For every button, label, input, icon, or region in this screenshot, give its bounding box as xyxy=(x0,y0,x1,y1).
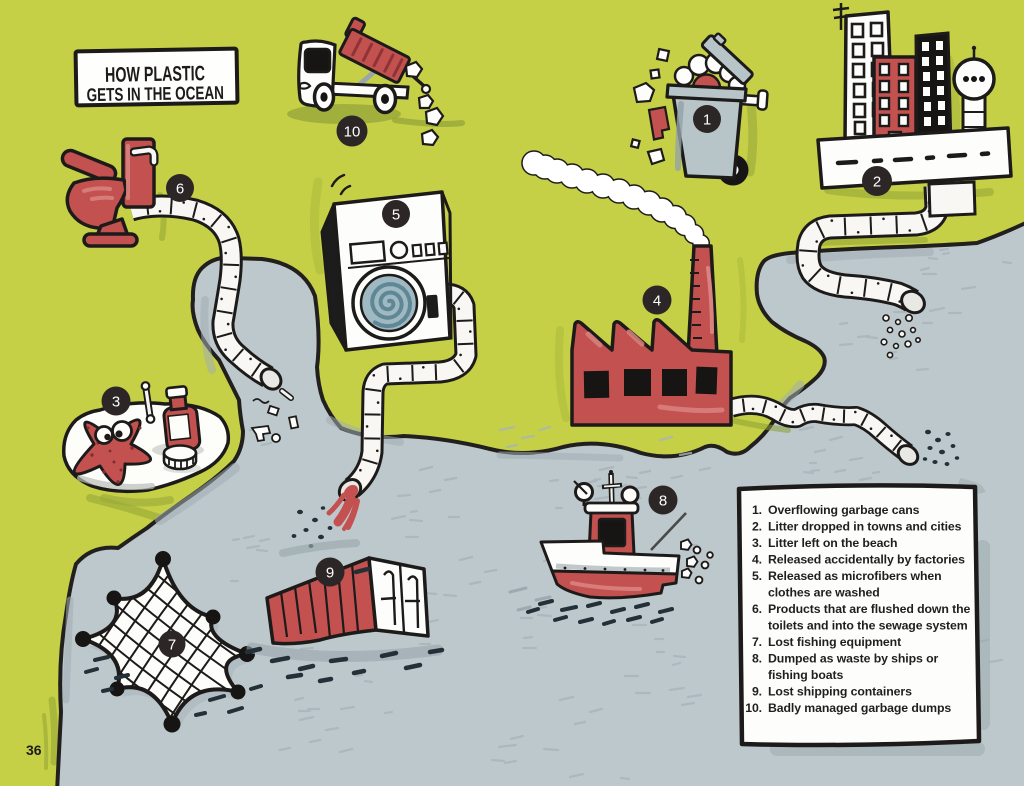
svg-text:Dumped as waste by ships or: Dumped as waste by ships or xyxy=(768,652,939,666)
svg-text:5: 5 xyxy=(392,207,400,224)
svg-text:2: 2 xyxy=(873,174,881,191)
svg-text:Litter dropped in towns and ci: Litter dropped in towns and cities xyxy=(768,520,962,534)
svg-text:7: 7 xyxy=(168,637,176,654)
svg-text:3.: 3. xyxy=(752,536,762,550)
svg-text:HOW PLASTIC: HOW PLASTIC xyxy=(105,61,205,86)
svg-text:clothes are washed: clothes are washed xyxy=(768,586,880,600)
svg-text:1: 1 xyxy=(703,112,711,129)
svg-text:36: 36 xyxy=(26,742,42,758)
svg-text:toilets and into the sewage sy: toilets and into the sewage system xyxy=(768,619,968,633)
svg-text:Lost shipping containers: Lost shipping containers xyxy=(768,685,912,699)
svg-text:Overflowing garbage cans: Overflowing garbage cans xyxy=(768,503,920,517)
svg-text:6.: 6. xyxy=(752,602,762,616)
svg-text:4.: 4. xyxy=(752,553,762,567)
svg-text:9: 9 xyxy=(326,565,334,582)
svg-text:Badly managed garbage dumps: Badly managed garbage dumps xyxy=(768,701,951,715)
svg-text:7.: 7. xyxy=(752,635,762,649)
svg-text:10.: 10. xyxy=(745,701,762,715)
svg-text:GETS IN THE OCEAN: GETS IN THE OCEAN xyxy=(87,83,225,106)
svg-text:8: 8 xyxy=(659,493,667,510)
svg-text:Released accidentally by facto: Released accidentally by factories xyxy=(768,553,965,567)
svg-text:Products that are flushed down: Products that are flushed down the xyxy=(768,602,971,616)
svg-text:3: 3 xyxy=(112,394,120,411)
svg-text:10: 10 xyxy=(344,124,361,141)
svg-text:1.: 1. xyxy=(752,503,762,517)
svg-text:9.: 9. xyxy=(752,685,762,699)
svg-text:fishing boats: fishing boats xyxy=(768,668,843,682)
svg-text:6: 6 xyxy=(176,181,184,198)
svg-text:Litter left on the beach: Litter left on the beach xyxy=(768,536,897,550)
svg-text:5.: 5. xyxy=(752,569,762,583)
svg-text:4: 4 xyxy=(653,293,661,310)
svg-text:2.: 2. xyxy=(752,520,762,534)
svg-text:Lost fishing equipment: Lost fishing equipment xyxy=(768,635,901,649)
svg-text:Released as microfibers when: Released as microfibers when xyxy=(768,569,942,583)
svg-text:8.: 8. xyxy=(752,652,762,666)
